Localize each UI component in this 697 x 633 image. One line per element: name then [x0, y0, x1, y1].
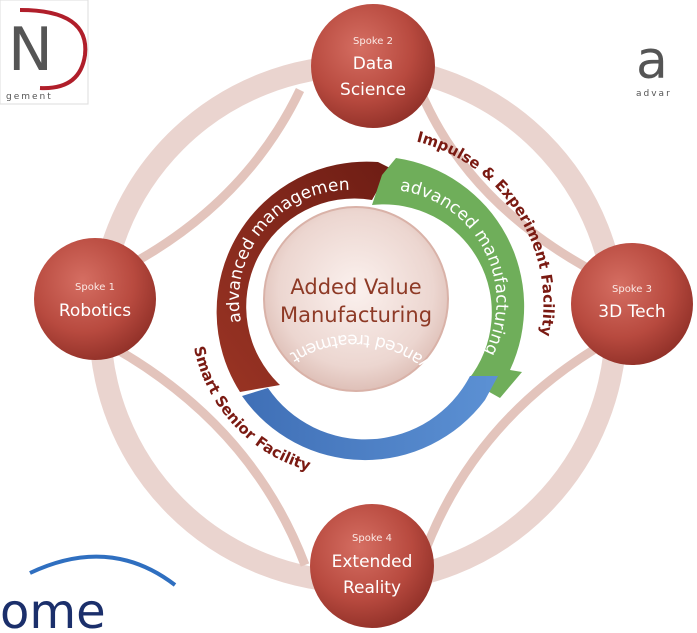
advanced-manufacturing-arrow [372, 158, 525, 398]
spoke-2-title-line2: Science [340, 80, 406, 100]
spoke-2-data-science: Spoke 2 Data Science [311, 4, 435, 128]
center-title-line2: Manufacturing [280, 303, 432, 327]
center-title-line1: Added Value [290, 275, 421, 299]
top-left-logo-sub: gement [6, 92, 53, 102]
spoke-3-3d-tech: Spoke 3 3D Tech [571, 243, 693, 365]
spoke-3-title: 3D Tech [598, 302, 665, 322]
top-right-logo-sub: advar [636, 89, 672, 99]
spoke-1-robotics: Spoke 1 Robotics [34, 238, 156, 360]
spoke-2-tag: Spoke 2 [353, 36, 393, 47]
top-left-logo: N gement [0, 0, 89, 105]
advanced-management-arrow [216, 161, 390, 392]
top-right-logo-letter: a [636, 31, 668, 91]
advanced-treatment-arrow [242, 376, 498, 461]
spoke-3-tag: Spoke 3 [612, 284, 652, 295]
top-right-logo: a advar [636, 31, 672, 99]
bottom-left-logo: ome [0, 554, 177, 633]
spoke-2-title-line1: Data [353, 54, 394, 74]
spoke-4-extended-reality: Spoke 4 Extended Reality [310, 504, 434, 628]
spoke-1-title: Robotics [59, 301, 131, 321]
bottom-left-logo-text: ome [0, 584, 106, 633]
spoke-4-title-line1: Extended [332, 552, 413, 572]
spoke-4-tag: Spoke 4 [352, 533, 392, 544]
center-disc [263, 206, 449, 392]
spoke-4-title-line2: Reality [343, 578, 401, 598]
spoke-1-tag: Spoke 1 [75, 282, 115, 293]
top-left-logo-letter: N [8, 15, 53, 85]
